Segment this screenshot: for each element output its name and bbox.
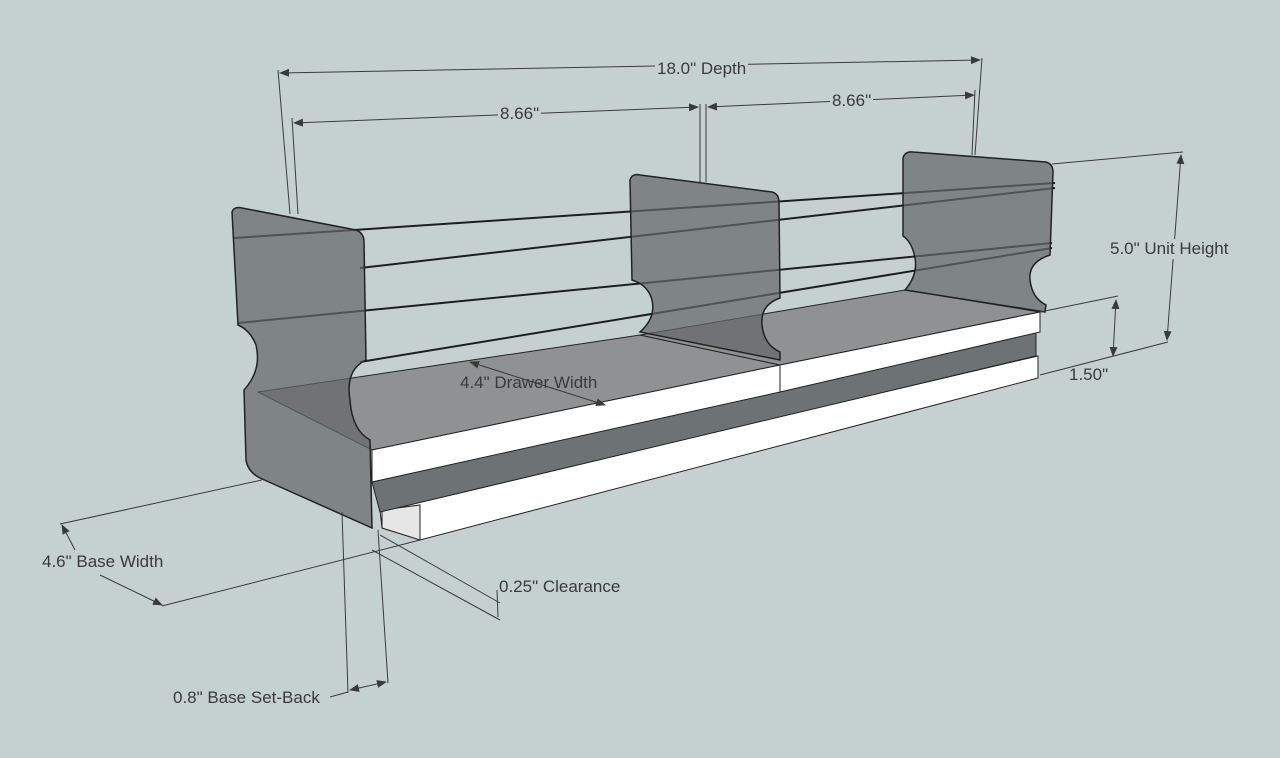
depth-dimension-label: 18.0" Depth [655,59,749,79]
rear-end-panel [902,151,1054,313]
base-height-dimension-label: 1.50" [1069,365,1109,384]
front-section-dimension-label: 8.66" [498,104,542,124]
base-width-dimension-label: 4.6" Base Width [42,552,164,571]
unit-height-dimension-label: 5.0" Unit Height [1108,239,1231,259]
base-setback-dimension-label: 0.8" Base Set-Back [173,688,320,707]
clearance-dimension-label: 0.25" Clearance [499,577,621,596]
drawer-width-dimension-label: 4.4" Drawer Width [460,373,598,392]
rear-shelf-edge [779,311,1041,393]
rear-section-dimension-label: 8.66" [830,91,874,111]
middle-divider-panel [629,173,781,361]
left-end-panel [231,206,373,530]
